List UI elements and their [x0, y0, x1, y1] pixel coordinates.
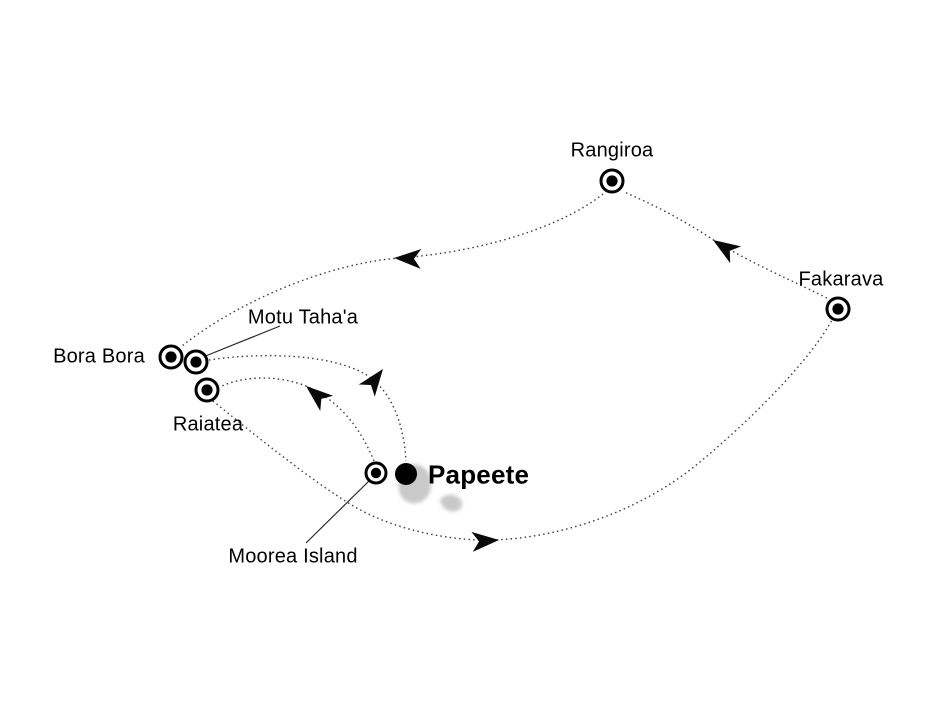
arrow-east-icon	[471, 530, 500, 552]
marker-motu-tahaa[interactable]	[183, 349, 209, 375]
port-markers	[158, 168, 851, 485]
route-raiatea-fakarava	[212, 319, 833, 541]
marker-moorea[interactable]	[364, 461, 388, 485]
port-label-motu-tahaa: Motu Taha'a	[247, 306, 359, 329]
marker-raiatea[interactable]	[194, 377, 220, 403]
route-fakarava-rangiroa	[623, 191, 828, 299]
port-label-fakarava: Fakarava	[798, 268, 884, 291]
arrow-west-icon	[393, 248, 422, 269]
port-label-moorea: Moorea Island	[228, 545, 358, 568]
route-tahaa-papeete	[208, 354, 407, 462]
marker-bora-bora[interactable]	[158, 344, 184, 370]
marker-moorea-dot	[370, 467, 382, 479]
port-label-papeete: Papeete	[428, 459, 530, 490]
tahaa-leader-line	[202, 325, 281, 358]
arrow-northeast-icon	[358, 362, 391, 397]
port-label-rangiroa: Rangiroa	[570, 139, 654, 162]
marker-rangiroa-dot	[606, 175, 618, 187]
tahiti-iti-island-shape	[440, 494, 463, 512]
route-rangiroa-borabora	[181, 193, 604, 347]
marker-motu-tahaa-dot	[190, 356, 202, 368]
marker-bora-bora-dot	[165, 351, 177, 363]
marker-papeete-dot	[395, 463, 417, 485]
marker-papeete[interactable]	[395, 463, 417, 485]
marker-rangiroa[interactable]	[599, 168, 625, 194]
arrow-northwest2-icon	[299, 378, 334, 412]
moorea-leader-line	[305, 478, 372, 544]
route-arrows	[299, 231, 742, 552]
port-label-bora-bora: Bora Bora	[53, 345, 145, 368]
port-label-raiatea: Raiatea	[172, 413, 244, 436]
leader-lines	[202, 325, 372, 544]
marker-fakarava[interactable]	[825, 296, 851, 322]
marker-fakarava-dot	[832, 303, 844, 315]
arrow-northwest-icon	[707, 231, 742, 264]
marker-raiatea-dot	[201, 384, 213, 396]
